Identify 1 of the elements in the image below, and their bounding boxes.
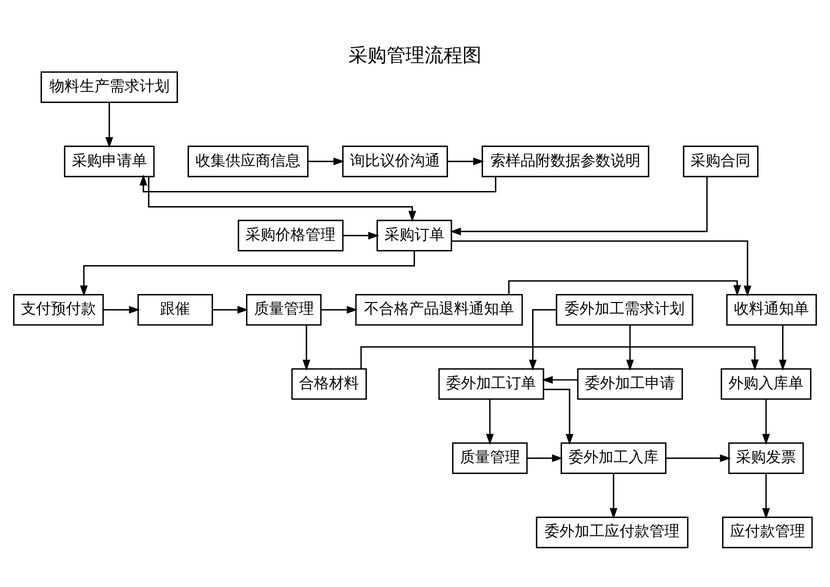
diagram-title: 采购管理流程图 [348,42,482,66]
